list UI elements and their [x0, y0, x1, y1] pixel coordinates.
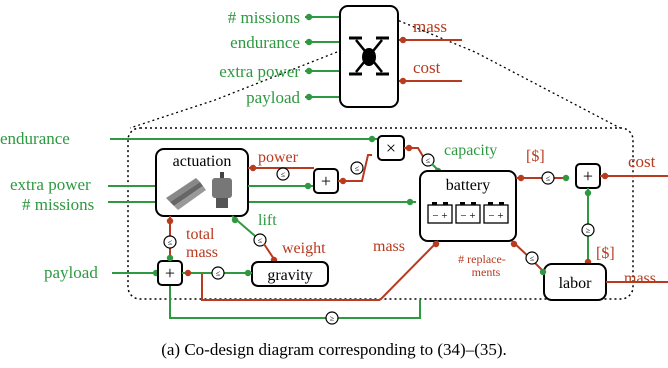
- ge-sign-feedback: ≥: [330, 314, 335, 323]
- ge-comparator-feedback: [325, 311, 339, 325]
- label-extra-power: extra power: [10, 175, 91, 194]
- label-endurance: endurance: [0, 129, 70, 148]
- label-payload: payload: [44, 263, 98, 282]
- drone-icon: [349, 36, 389, 76]
- le-comparator-lift: [253, 233, 267, 247]
- label-replacements-2: ments: [472, 265, 501, 279]
- top-dot-mass: [399, 36, 407, 44]
- le-comparator-times: [350, 161, 364, 175]
- le-sign-lift: ≤: [258, 236, 263, 245]
- label-missions: # missions: [22, 195, 94, 214]
- dot-plus-out: [339, 177, 347, 185]
- gravity-label: gravity: [267, 267, 312, 284]
- label-total: total: [186, 226, 215, 243]
- label-mass: mass: [186, 244, 218, 261]
- dot-actuation-mass-in: [166, 217, 174, 225]
- top-label-extra-power: extra power: [219, 62, 300, 81]
- le-sign-cost: ≤: [546, 174, 551, 183]
- dot-battery-cost: [517, 174, 525, 182]
- zoom-line-left: [129, 51, 338, 129]
- ge-sign-labor: ≥: [586, 226, 591, 235]
- dot-plus-mass-out: [184, 269, 192, 277]
- le-comparator-power: [276, 167, 290, 181]
- dot-labor-in: [539, 268, 547, 276]
- top-label-mass: mass: [413, 17, 447, 36]
- times-sign: ×: [386, 138, 396, 158]
- svg-text:− +: − +: [432, 210, 447, 222]
- figure-caption: (a) Co-design diagram corresponding to (…: [161, 340, 507, 359]
- top-label-cost: cost: [413, 58, 441, 77]
- line-feedback: [169, 285, 421, 319]
- le-sign-capacity: ≤: [426, 156, 431, 165]
- le-sign-total: ≤: [168, 238, 173, 247]
- top-dot-missions: [305, 13, 313, 21]
- dot-plus-cost-in: [562, 174, 570, 182]
- plus-power-sign: +: [321, 171, 331, 191]
- label-power: power: [258, 149, 299, 166]
- le-comparator-replacements: [525, 251, 539, 265]
- dot-battery-mass: [432, 240, 440, 248]
- line-battery-mass: [379, 240, 439, 301]
- label-replacements-1: # replace-: [458, 252, 506, 266]
- top-dot-cost: [399, 77, 407, 85]
- ge-comparator-labor: [581, 223, 595, 237]
- motor-propeller-icon: [166, 172, 232, 210]
- le-sign-replacements: ≤: [530, 254, 535, 263]
- line-plus-to-times: [338, 154, 372, 182]
- actuation-label: actuation: [173, 153, 232, 170]
- dot-missions-battery: [406, 198, 414, 206]
- dot-times-out: [405, 144, 413, 152]
- top-label-payload: payload: [246, 88, 300, 107]
- label-dollar-battery: [$]: [526, 148, 545, 165]
- le-sign-gravity: ≤: [216, 269, 221, 278]
- label-capacity: capacity: [444, 142, 497, 159]
- label-weight: weight: [282, 240, 326, 257]
- dot-endurance-times: [368, 135, 376, 143]
- le-comparator-capacity: [421, 153, 435, 167]
- svg-text:− +: − +: [488, 210, 503, 222]
- le-comparator-gravity: [211, 266, 225, 280]
- label-cost: cost: [628, 152, 656, 171]
- le-sign-power: ≤: [281, 170, 286, 179]
- svg-text:− +: − +: [460, 210, 475, 222]
- labor-label: labor: [559, 275, 593, 292]
- label-mass-battery: mass: [373, 238, 405, 255]
- dot-gravity-in: [244, 269, 252, 277]
- top-dot-endurance: [305, 38, 313, 46]
- le-sign-times: ≤: [355, 164, 360, 173]
- dot-cost-out: [601, 172, 609, 180]
- label-lift: lift: [258, 212, 277, 229]
- dot-replacements-out: [510, 240, 518, 248]
- le-comparator-cost: [541, 171, 555, 185]
- le-comparator-total: [163, 235, 177, 249]
- zoom-line-right: [384, 14, 621, 129]
- battery-cells-icon: − + − + − +: [427, 202, 509, 224]
- top-dot-payload: [305, 93, 313, 101]
- top-dot-extra-power: [305, 67, 313, 75]
- dot-labor-cost-in: [584, 189, 592, 197]
- top-label-missions: # missions: [228, 8, 300, 27]
- plus-mass-sign: +: [165, 263, 175, 283]
- label-dollar-labor: [$]: [596, 245, 615, 262]
- dot-lift: [231, 216, 239, 224]
- dot-extra-power-plus: [304, 182, 312, 190]
- battery-label: battery: [446, 177, 490, 194]
- label-mass-out: mass: [624, 270, 656, 287]
- top-label-endurance: endurance: [230, 33, 300, 52]
- dot-power: [249, 164, 257, 172]
- dot-plus-mass-up: [166, 254, 174, 262]
- plus-cost-sign: +: [583, 166, 593, 186]
